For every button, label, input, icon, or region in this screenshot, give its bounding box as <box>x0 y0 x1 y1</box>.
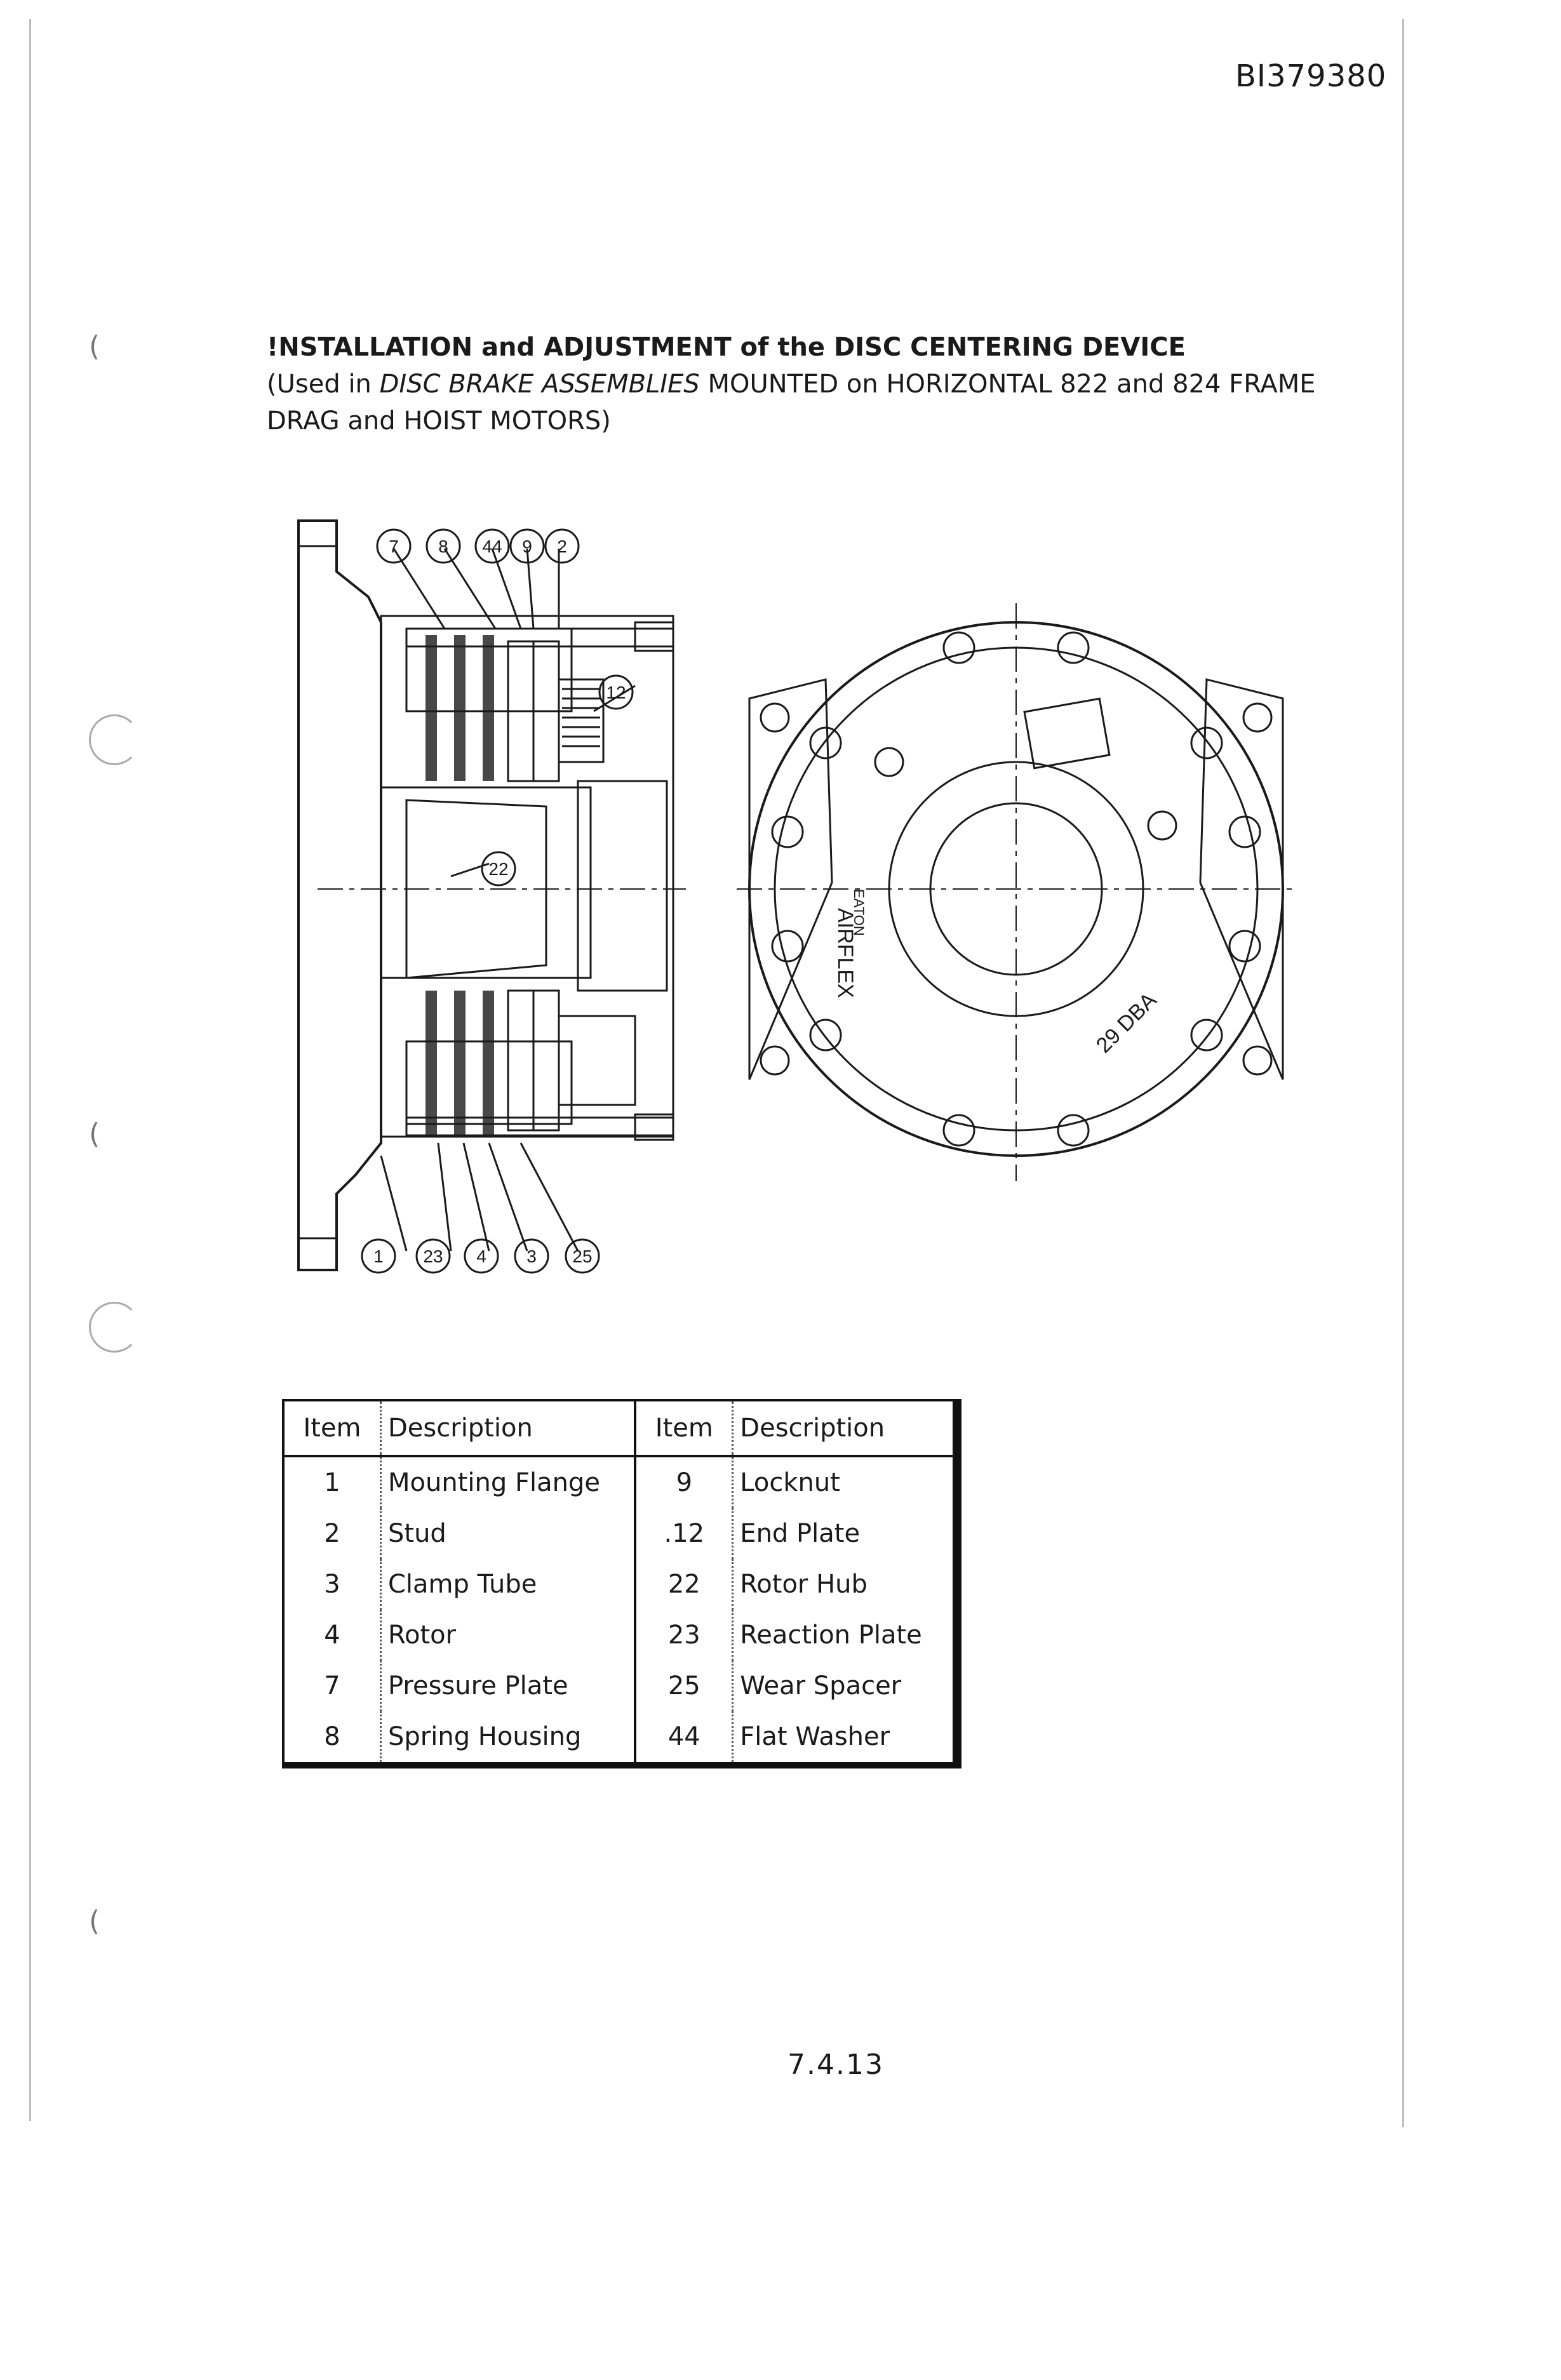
callout-12: 12 <box>606 683 626 702</box>
end-view-text-airflex: AIRFLEX <box>833 908 857 998</box>
margin-paren: ( <box>89 1118 100 1150</box>
item-number: 2 <box>324 1519 340 1548</box>
callout-4: 4 <box>476 1247 486 1266</box>
right-scan-edge <box>1402 19 1404 2127</box>
item-number: 1 <box>324 1468 340 1497</box>
document-heading: !NSTALLATION and ADJUSTMENT of the DISC … <box>267 329 1410 439</box>
parts-table: Item Description Item Description 1 Moun… <box>282 1399 961 1768</box>
end-view-text-eaton: EATON <box>851 889 867 936</box>
item-description: Rotor <box>380 1610 637 1661</box>
column-header-item: Item <box>283 1400 381 1457</box>
item-number: 9 <box>676 1468 693 1497</box>
item-description: Spring Housing <box>380 1711 637 1765</box>
item-number: 3 <box>324 1570 340 1599</box>
brake-assembly-drawing: 7 8 44 9 2 12 22 1 23 4 3 25 <box>297 519 1296 1274</box>
item-number: 23 <box>667 1621 700 1650</box>
item-number: 4 <box>324 1621 340 1650</box>
item-description: Mounting Flange <box>380 1456 637 1508</box>
table-row: 2 Stud .12 End Plate <box>283 1508 957 1559</box>
callout-23: 23 <box>423 1247 443 1266</box>
page-number: 7.4.13 <box>787 2049 884 2081</box>
table-row: 3 Clamp Tube 22 Rotor Hub <box>283 1559 957 1610</box>
item-description: Stud <box>380 1508 637 1559</box>
callout-2: 2 <box>557 537 567 556</box>
callout-22: 22 <box>488 859 508 879</box>
section-view <box>297 519 686 1274</box>
heading-line-2: (Used in DISC BRAKE ASSEMBLIES MOUNTED o… <box>267 366 1410 403</box>
callout-9: 9 <box>522 537 532 556</box>
margin-paren: ( <box>89 330 100 363</box>
item-description: Rotor Hub <box>732 1559 957 1610</box>
callout-7: 7 <box>389 537 399 556</box>
heading-line-1: !NSTALLATION and ADJUSTMENT of the DISC … <box>267 333 1186 362</box>
item-description: Wear Spacer <box>732 1661 957 1711</box>
margin-paren: ( <box>89 1905 100 1937</box>
item-description: Pressure Plate <box>380 1661 637 1711</box>
left-scan-edge <box>29 19 31 2121</box>
item-description: Clamp Tube <box>380 1559 637 1610</box>
column-header-description: Description <box>732 1400 957 1457</box>
end-view-text-model: 29 DBA <box>1092 988 1162 1058</box>
table-row: 7 Pressure Plate 25 Wear Spacer <box>283 1661 957 1711</box>
item-number: 25 <box>667 1671 700 1701</box>
table-row: 8 Spring Housing 44 Flat Washer <box>283 1711 957 1765</box>
item-description: Flat Washer <box>732 1711 957 1765</box>
document-id: BI379380 <box>1235 58 1387 94</box>
callout-8: 8 <box>438 537 448 556</box>
item-number: .12 <box>664 1519 705 1548</box>
item-description: End Plate <box>732 1508 957 1559</box>
callout-1: 1 <box>373 1247 384 1266</box>
table-header-row: Item Description Item Description <box>283 1400 957 1457</box>
heading-line-2-start: (Used in <box>267 370 380 399</box>
item-number: 22 <box>667 1570 700 1599</box>
item-number: 44 <box>667 1722 700 1751</box>
margin-punch-hole <box>89 714 140 765</box>
item-number: 8 <box>324 1722 340 1751</box>
column-header-item: Item <box>635 1400 733 1457</box>
item-number: 7 <box>324 1671 340 1701</box>
item-description: Reaction Plate <box>732 1610 957 1661</box>
heading-line-3: DRAG and HOIST MOTORS) <box>267 406 611 436</box>
callout-25: 25 <box>572 1247 592 1266</box>
item-description: Locknut <box>732 1456 957 1508</box>
margin-punch-hole <box>89 1302 140 1353</box>
heading-line-2-end: MOUNTED on HORIZONTAL 822 and 824 FRAME <box>699 370 1316 399</box>
table-row: 1 Mounting Flange 9 Locknut <box>283 1456 957 1508</box>
table-row: 4 Rotor 23 Reaction Plate <box>283 1610 957 1661</box>
heading-line-2-italic: DISC BRAKE ASSEMBLIES <box>379 370 700 399</box>
callout-3: 3 <box>526 1247 537 1266</box>
callout-44: 44 <box>482 537 502 556</box>
column-header-description: Description <box>380 1400 637 1457</box>
end-view <box>737 603 1296 1181</box>
